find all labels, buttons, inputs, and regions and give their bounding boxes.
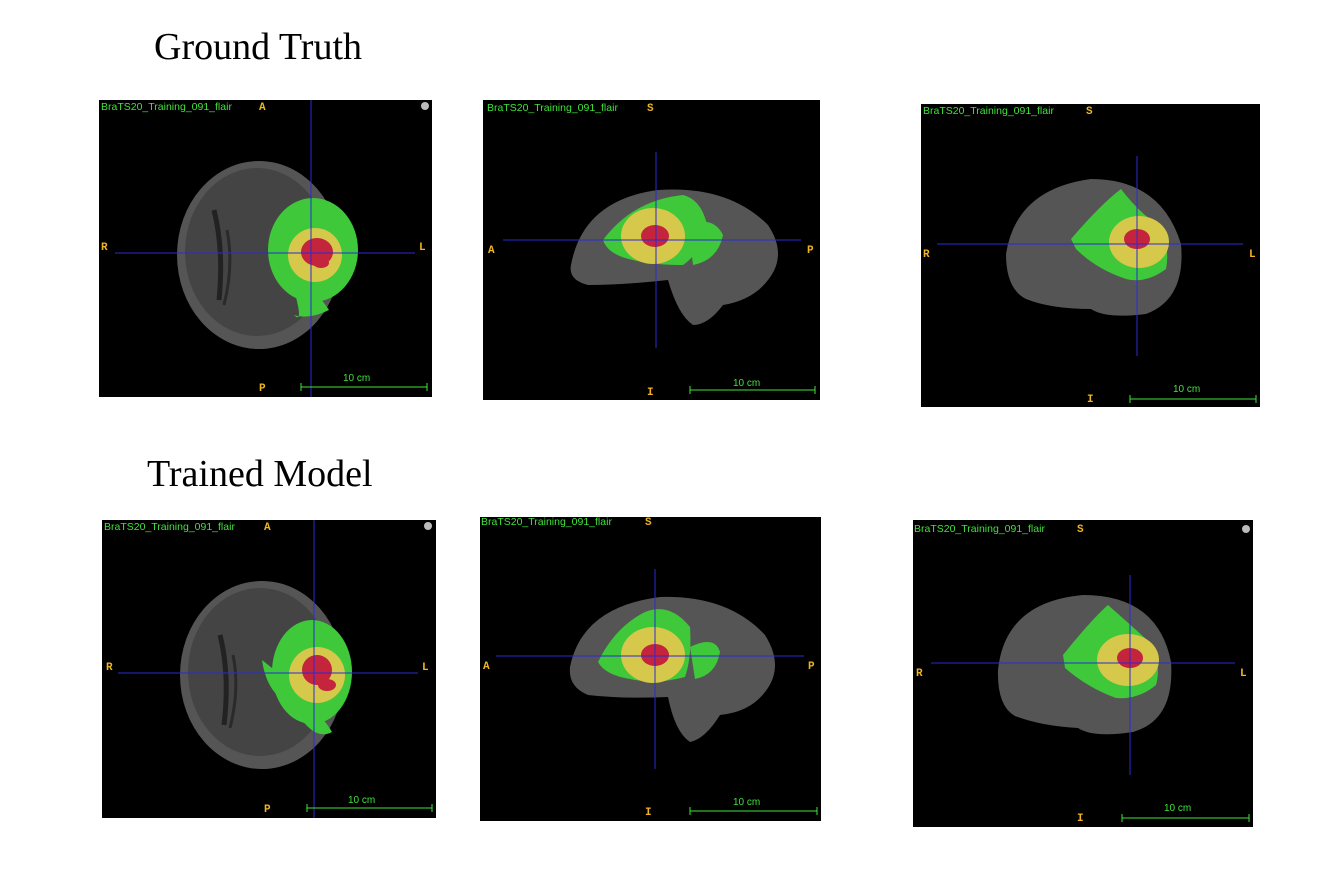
scale-bar-label: 10 cm (1164, 803, 1192, 814)
sagittal-brain-scan (496, 569, 818, 815)
ground-truth-sagittal-view[interactable]: BraTS20_Training_091_flair S A P I 10 cm (483, 100, 820, 400)
orientation-bottom-label: I (645, 807, 652, 819)
scale-bar-label: 10 cm (1173, 384, 1201, 395)
ground-truth-axial-view[interactable]: BraTS20_Training_091_flair A R L P 10 cm (99, 100, 432, 397)
orientation-right-label: P (808, 661, 815, 673)
trained-model-sagittal-view[interactable]: BraTS20_Training_091_flair S A P I 10 cm (480, 517, 821, 821)
ground-truth-heading: Ground Truth (154, 26, 362, 68)
axial-brain-scan (118, 520, 433, 818)
orientation-right-label: L (422, 662, 429, 674)
file-name-label: BraTS20_Training_091_flair (101, 101, 232, 113)
orientation-right-label: L (419, 242, 426, 254)
orientation-bottom-label: I (1087, 394, 1094, 406)
close-icon[interactable] (424, 522, 432, 530)
scale-bar-label: 10 cm (733, 378, 761, 389)
orientation-top-label: S (1077, 524, 1084, 536)
file-name-label: BraTS20_Training_091_flair (914, 523, 1045, 535)
orientation-top-label: S (1086, 106, 1093, 118)
scale-bar-label: 10 cm (343, 373, 371, 384)
orientation-left-label: R (101, 242, 108, 254)
file-name-label: BraTS20_Training_091_flair (487, 102, 618, 114)
coronal-brain-scan (931, 575, 1250, 822)
orientation-bottom-label: I (1077, 813, 1084, 825)
trained-model-coronal-view[interactable]: BraTS20_Training_091_flair S R L I 10 cm (913, 520, 1253, 827)
coronal-brain-scan (937, 156, 1257, 403)
close-icon[interactable] (421, 102, 429, 110)
orientation-bottom-label: I (647, 387, 654, 399)
orientation-bottom-label: P (259, 383, 266, 395)
trained-model-axial-view[interactable]: BraTS20_Training_091_flair A R L P 10 cm (102, 520, 436, 818)
file-name-label: BraTS20_Training_091_flair (104, 521, 235, 533)
orientation-right-label: L (1249, 249, 1256, 261)
orientation-right-label: P (807, 245, 814, 257)
orientation-bottom-label: P (264, 804, 271, 816)
orientation-left-label: A (488, 245, 495, 257)
orientation-top-label: A (259, 102, 266, 114)
axial-brain-scan (115, 100, 428, 397)
ground-truth-coronal-view[interactable]: BraTS20_Training_091_flair S R L I 10 cm (921, 104, 1260, 407)
orientation-top-label: S (645, 517, 652, 529)
scale-bar-label: 10 cm (733, 797, 761, 808)
scale-bar-label: 10 cm (348, 795, 376, 806)
file-name-label: BraTS20_Training_091_flair (481, 517, 612, 528)
orientation-left-label: R (106, 662, 113, 674)
close-icon[interactable] (1242, 525, 1250, 533)
orientation-left-label: R (916, 668, 923, 680)
orientation-left-label: R (923, 249, 930, 261)
orientation-left-label: A (483, 661, 490, 673)
orientation-top-label: A (264, 522, 271, 534)
orientation-top-label: S (647, 103, 654, 115)
file-name-label: BraTS20_Training_091_flair (923, 105, 1054, 117)
orientation-right-label: L (1240, 668, 1247, 680)
trained-model-heading: Trained Model (147, 453, 373, 495)
sagittal-brain-scan (503, 152, 816, 394)
